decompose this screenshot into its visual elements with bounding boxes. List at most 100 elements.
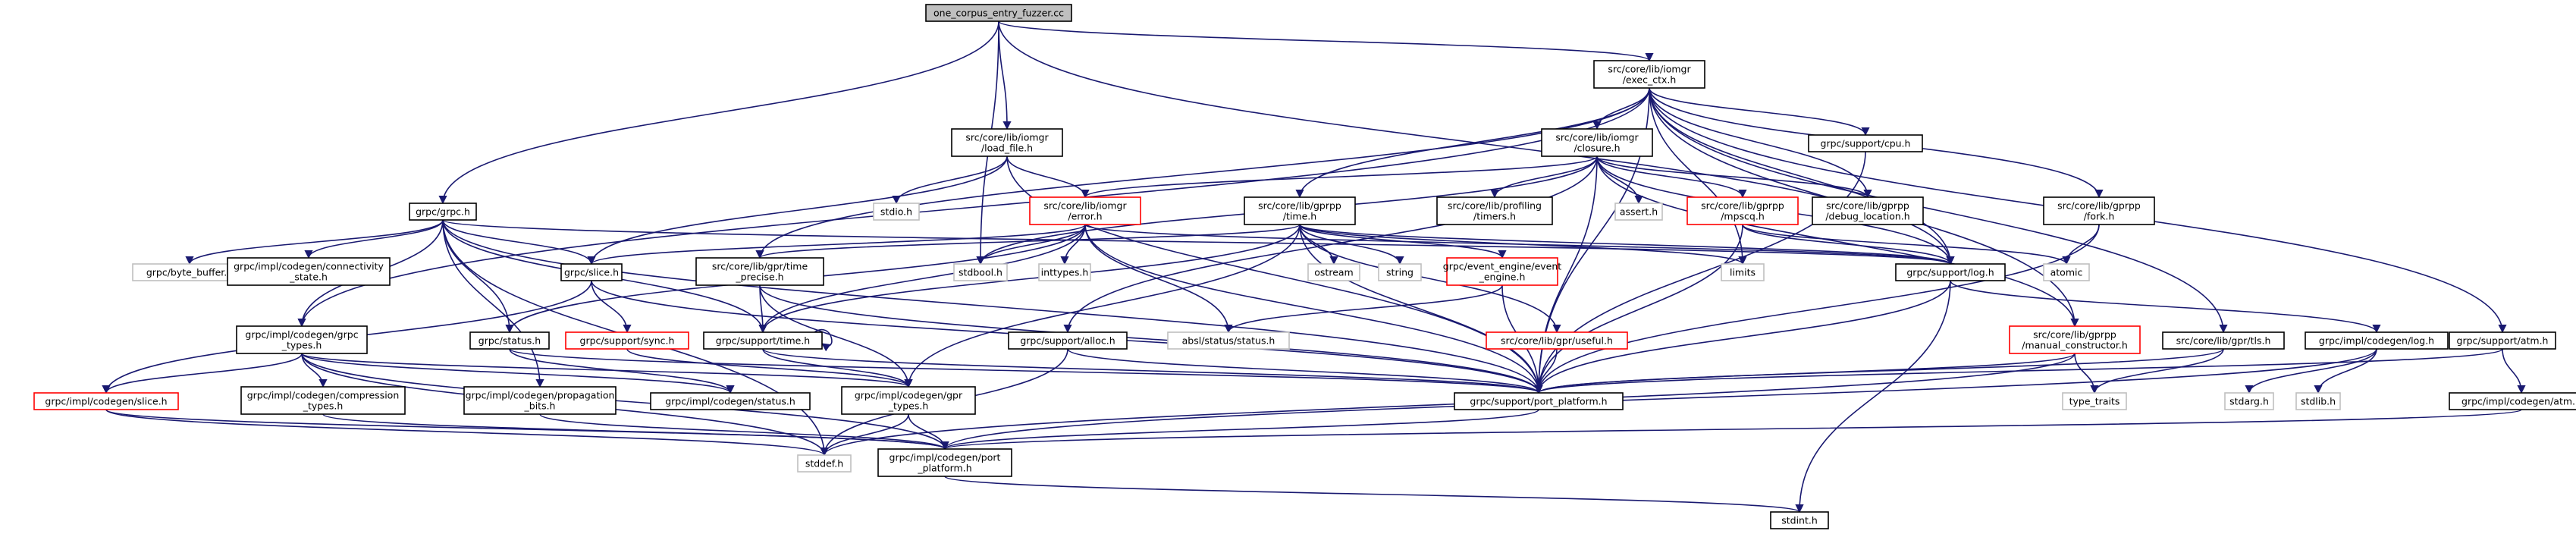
node-box xyxy=(1614,203,1663,221)
node-ostream: ostream xyxy=(1307,263,1360,281)
node-debug-loc[interactable]: src/core/lib/gprpp/debug_location.h xyxy=(1812,196,1924,225)
node-port-platform[interactable]: grpc/support/port_platform.h xyxy=(1454,392,1624,410)
edge-tls-to-port-platform xyxy=(1534,348,2224,394)
node-label: grpc/impl/codegen/port xyxy=(890,452,1001,463)
node-label: grpc/impl/codegen/atm.h xyxy=(2461,396,2576,407)
edge-manual-ctor-to-stddef xyxy=(820,353,2076,457)
node-box xyxy=(1812,196,1924,225)
node-box xyxy=(1454,392,1624,410)
node-tls[interactable]: src/core/lib/gpr/tls.h xyxy=(2162,331,2285,350)
edge-codegen-slice-to-stddef xyxy=(105,409,829,457)
node-box xyxy=(695,257,824,286)
node-box xyxy=(2224,392,2274,410)
node-box xyxy=(1541,128,1653,157)
node-box xyxy=(873,203,920,221)
node-label: string xyxy=(1386,267,1414,278)
node-label: src/core/lib/iomgr xyxy=(1608,64,1691,75)
node-compression[interactable]: grpc/impl/codegen/compression_types.h xyxy=(240,386,406,415)
node-label: grpc/impl/codegen/status.h xyxy=(665,396,795,407)
node-box xyxy=(1770,511,1829,529)
edge-grpc-h-to-log xyxy=(442,219,1954,265)
node-box xyxy=(951,128,1063,157)
node-box xyxy=(1686,196,1799,225)
node-label: _bits.h xyxy=(524,400,556,412)
node-label: grpc/byte_buffer.h xyxy=(146,267,233,278)
node-label: stdio.h xyxy=(880,206,912,218)
node-label: grpc/impl/codegen/compression xyxy=(247,390,400,401)
edge-closure-to-manual-ctor xyxy=(1596,155,2079,328)
node-codegen-port[interactable]: grpc/impl/codegen/port_platform.h xyxy=(877,448,1012,477)
edge-root-to-grpc-h xyxy=(438,20,999,205)
node-codegen-status[interactable]: grpc/impl/codegen/status.h xyxy=(650,392,811,410)
node-propagation[interactable]: grpc/impl/codegen/propagation_bits.h xyxy=(463,386,617,415)
node-box xyxy=(1038,263,1091,281)
node-codegen-slice[interactable]: grpc/impl/codegen/slice.h xyxy=(33,392,179,410)
node-gpr-types[interactable]: grpc/impl/codegen/gpr_types.h xyxy=(841,386,976,415)
node-ee-engine[interactable]: grpc/event_engine/event_engine.h xyxy=(1443,257,1561,286)
node-mpscq[interactable]: src/core/lib/gprpp/mpscq.h xyxy=(1686,196,1799,225)
node-exec-ctx[interactable]: src/core/lib/iomgr/exec_ctx.h xyxy=(1593,60,1705,89)
node-useful[interactable]: src/core/lib/gpr/useful.h xyxy=(1486,331,1628,350)
edge-support-atm-to-codegen-atm xyxy=(2502,348,2526,394)
node-cpu[interactable]: grpc/support/cpu.h xyxy=(1808,134,1923,152)
edge-closure-to-port-platform xyxy=(1534,155,1598,394)
edge-codegen-log-to-stdarg xyxy=(2245,348,2377,394)
node-log[interactable]: grpc/support/log.h xyxy=(1895,263,2006,281)
node-closure[interactable]: src/core/lib/iomgr/closure.h xyxy=(1541,128,1653,157)
edge-grpc-types-to-codegen-slice xyxy=(102,353,303,394)
node-box xyxy=(1895,263,2006,281)
node-profiling[interactable]: src/core/lib/profiling/timers.h xyxy=(1436,196,1553,225)
edge-support-time-to-port-platform xyxy=(762,348,1543,394)
node-label: stdlib.h xyxy=(2301,396,2336,407)
node-box xyxy=(1307,263,1360,281)
node-box xyxy=(2162,331,2285,350)
node-connectivity[interactable]: grpc/impl/codegen/connectivity_state.h xyxy=(227,257,391,286)
node-fork[interactable]: src/core/lib/gprpp/fork.h xyxy=(2043,196,2155,225)
edge-gpr-types-to-stddef xyxy=(820,413,909,457)
node-box xyxy=(703,331,823,350)
node-label: grpc/support/alloc.h xyxy=(1020,335,1115,347)
node-root[interactable]: one_corpus_entry_fuzzer.cc xyxy=(925,4,1072,22)
node-stdint[interactable]: stdint.h xyxy=(1770,511,1829,529)
node-label: _engine.h xyxy=(1479,272,1526,283)
node-box xyxy=(1167,331,1290,350)
edge-load-file-to-error xyxy=(1006,155,1090,199)
node-error[interactable]: src/core/lib/iomgr/error.h xyxy=(1029,196,1141,225)
node-status[interactable]: grpc/status.h xyxy=(469,331,550,350)
edge-error-to-absl-status xyxy=(1084,224,1233,334)
node-stdbool: stdbool.h xyxy=(953,263,1008,281)
node-codegen-atm[interactable]: grpc/impl/codegen/atm.h xyxy=(2449,392,2576,410)
edges-layer xyxy=(102,20,2526,513)
node-box xyxy=(841,386,976,415)
node-sync[interactable]: grpc/support/sync.h xyxy=(565,331,689,350)
edge-grpc-h-to-byte-buffer xyxy=(185,219,444,265)
node-box xyxy=(1486,331,1628,350)
node-label: grpc/impl/codegen/grpc xyxy=(245,329,358,341)
node-inttypes: inttypes.h xyxy=(1038,263,1091,281)
node-label: _platform.h xyxy=(917,463,971,474)
node-box xyxy=(1808,134,1923,152)
node-grpcpp-time[interactable]: src/core/lib/gprpp/time.h xyxy=(1244,196,1356,225)
node-alloc[interactable]: grpc/support/alloc.h xyxy=(1008,331,1128,350)
node-label: stdint.h xyxy=(1781,515,1818,526)
node-label: /time.h xyxy=(1283,211,1316,222)
edge-codegen-slice-to-codegen-port xyxy=(105,409,949,451)
edge-closure-to-error xyxy=(1081,155,1598,199)
node-box xyxy=(1721,263,1765,281)
node-load-file[interactable]: src/core/lib/iomgr/load_file.h xyxy=(951,128,1063,157)
node-label: src/core/lib/gpr/useful.h xyxy=(1501,335,1613,347)
node-label: one_corpus_entry_fuzzer.cc xyxy=(933,8,1064,19)
node-string: string xyxy=(1378,263,1422,281)
node-codegen-log[interactable]: grpc/impl/codegen/log.h xyxy=(2305,331,2449,350)
node-stdlib: stdlib.h xyxy=(2295,392,2341,410)
node-box xyxy=(2043,263,2090,281)
node-support-atm[interactable]: grpc/support/atm.h xyxy=(2449,331,2556,350)
node-manual-ctor[interactable]: src/core/lib/gprpp/manual_constructor.h xyxy=(2009,325,2141,354)
node-grpc-types[interactable]: grpc/impl/codegen/grpc_types.h xyxy=(236,325,368,354)
node-slice[interactable]: grpc/slice.h xyxy=(560,263,623,281)
node-support-time[interactable]: grpc/support/time.h xyxy=(703,331,823,350)
node-gpr-time-precise[interactable]: src/core/lib/gpr/time_precise.h xyxy=(695,257,824,286)
node-grpc-h[interactable]: grpc/grpc.h xyxy=(409,203,477,221)
node-label: /mpscq.h xyxy=(1721,211,1765,222)
node-label: src/core/lib/gprpp xyxy=(1701,200,1784,212)
